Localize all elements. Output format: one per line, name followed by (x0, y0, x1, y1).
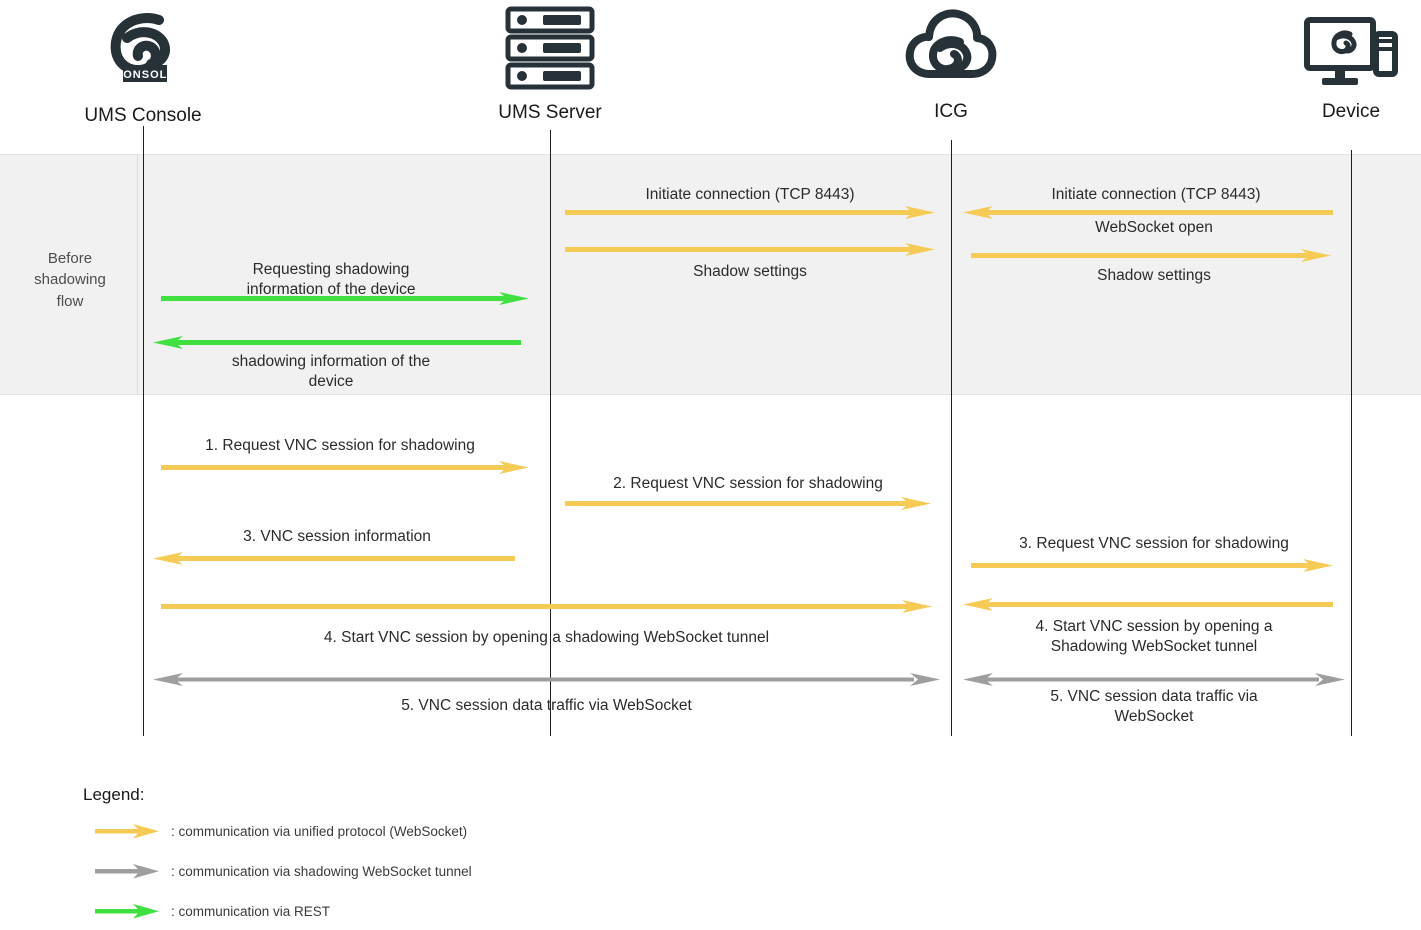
legend-item-label: : communication via unified protocol (We… (171, 823, 468, 839)
desktop-device-icon (1271, 14, 1421, 95)
message-arrow-step-5-console-icg (153, 673, 940, 687)
message-label: Initiate connection (TCP 8443) (1051, 186, 1261, 203)
legend-item-unified-protocol: : communication via unified protocol (We… (95, 820, 467, 842)
message-label: 5. VNC session data traffic via WebSocke… (401, 697, 692, 714)
legend-item-rest: : communication via REST (95, 900, 330, 922)
before-shadowing-flow-band (0, 154, 1421, 395)
arrow-right-icon (95, 900, 159, 922)
message-arrow-initiate-connection-icg-device (963, 206, 1333, 220)
band-label: Before shadowing flow (10, 248, 130, 312)
message-label: Shadow settings (693, 263, 807, 280)
message-label: 1. Request VNC session for shadowing (205, 437, 475, 454)
actor-device: Device (1271, 14, 1421, 123)
message-arrow-step-5-icg-device (963, 673, 1345, 687)
band-label-line: Before (47, 250, 93, 267)
actor-ums-server: UMS Server (470, 5, 630, 124)
message-label: 3. VNC session information (243, 528, 431, 545)
message-label: shadowing information of the device (231, 353, 431, 391)
legend-item-shadowing-tunnel: : communication via shadowing WebSocket … (95, 860, 472, 882)
message-label: WebSocket open (1095, 219, 1213, 236)
message-arrow-step-3-response (153, 552, 515, 566)
message-arrow-step-3-icg-device (971, 559, 1333, 573)
message-label: 3. Request VNC session for shadowing (1019, 535, 1289, 552)
svg-text:CONSOLE: CONSOLE (114, 69, 175, 81)
lifeline-icg (951, 140, 952, 736)
ums-console-logo-icon: CONSOLE (63, 8, 223, 99)
actor-label: UMS Server (498, 102, 602, 123)
server-rack-icon (470, 5, 630, 96)
actor-label: Device (1321, 101, 1381, 122)
actor-label: ICG (934, 101, 968, 122)
message-arrow-shadowing-info-response (153, 336, 521, 350)
message-label: Shadow settings (1097, 267, 1211, 284)
message-label: 2. Request VNC session for shadowing (613, 475, 883, 492)
message-label: 4. Start VNC session by opening a shadow… (323, 629, 770, 646)
band-label-line: flow (56, 292, 84, 310)
band-label-line: shadowing (34, 271, 106, 289)
message-arrow-shadow-settings-server-icg (565, 243, 935, 257)
cloud-gateway-icon (871, 6, 1031, 95)
message-arrow-step-4-console-icg (161, 600, 932, 614)
arrow-right-icon (95, 860, 159, 882)
message-arrow-step-2 (565, 497, 931, 511)
lifeline-ums-server (550, 130, 551, 736)
lifeline-device (1351, 150, 1352, 736)
message-arrow-initiate-connection-server-icg (565, 206, 935, 220)
message-label: 5. VNC session data traffic via WebSocke… (1050, 688, 1258, 726)
message-label: 4. Start VNC session by opening a Shadow… (1035, 618, 1273, 656)
actor-ums-console: CONSOLE UMS Console (63, 8, 223, 127)
actor-icg: ICG (871, 6, 1031, 123)
message-arrow-step-4-device-icg (963, 598, 1333, 612)
legend-item-label: : communication via shadowing WebSocket … (171, 863, 472, 879)
lifeline-ums-console (143, 126, 144, 736)
message-arrow-requesting-shadowing-info (161, 292, 529, 306)
message-label: Initiate connection (TCP 8443) (645, 186, 855, 203)
actor-label: UMS Console (84, 105, 202, 126)
arrow-right-icon (95, 820, 159, 842)
legend-title: Legend: (83, 785, 145, 804)
message-arrow-step-1 (161, 461, 529, 475)
message-arrow-websocket-open (971, 249, 1331, 263)
message-label: Requesting shadowing information of the … (246, 261, 416, 299)
band-divider (137, 154, 138, 395)
legend-item-label: : communication via REST (171, 903, 331, 919)
